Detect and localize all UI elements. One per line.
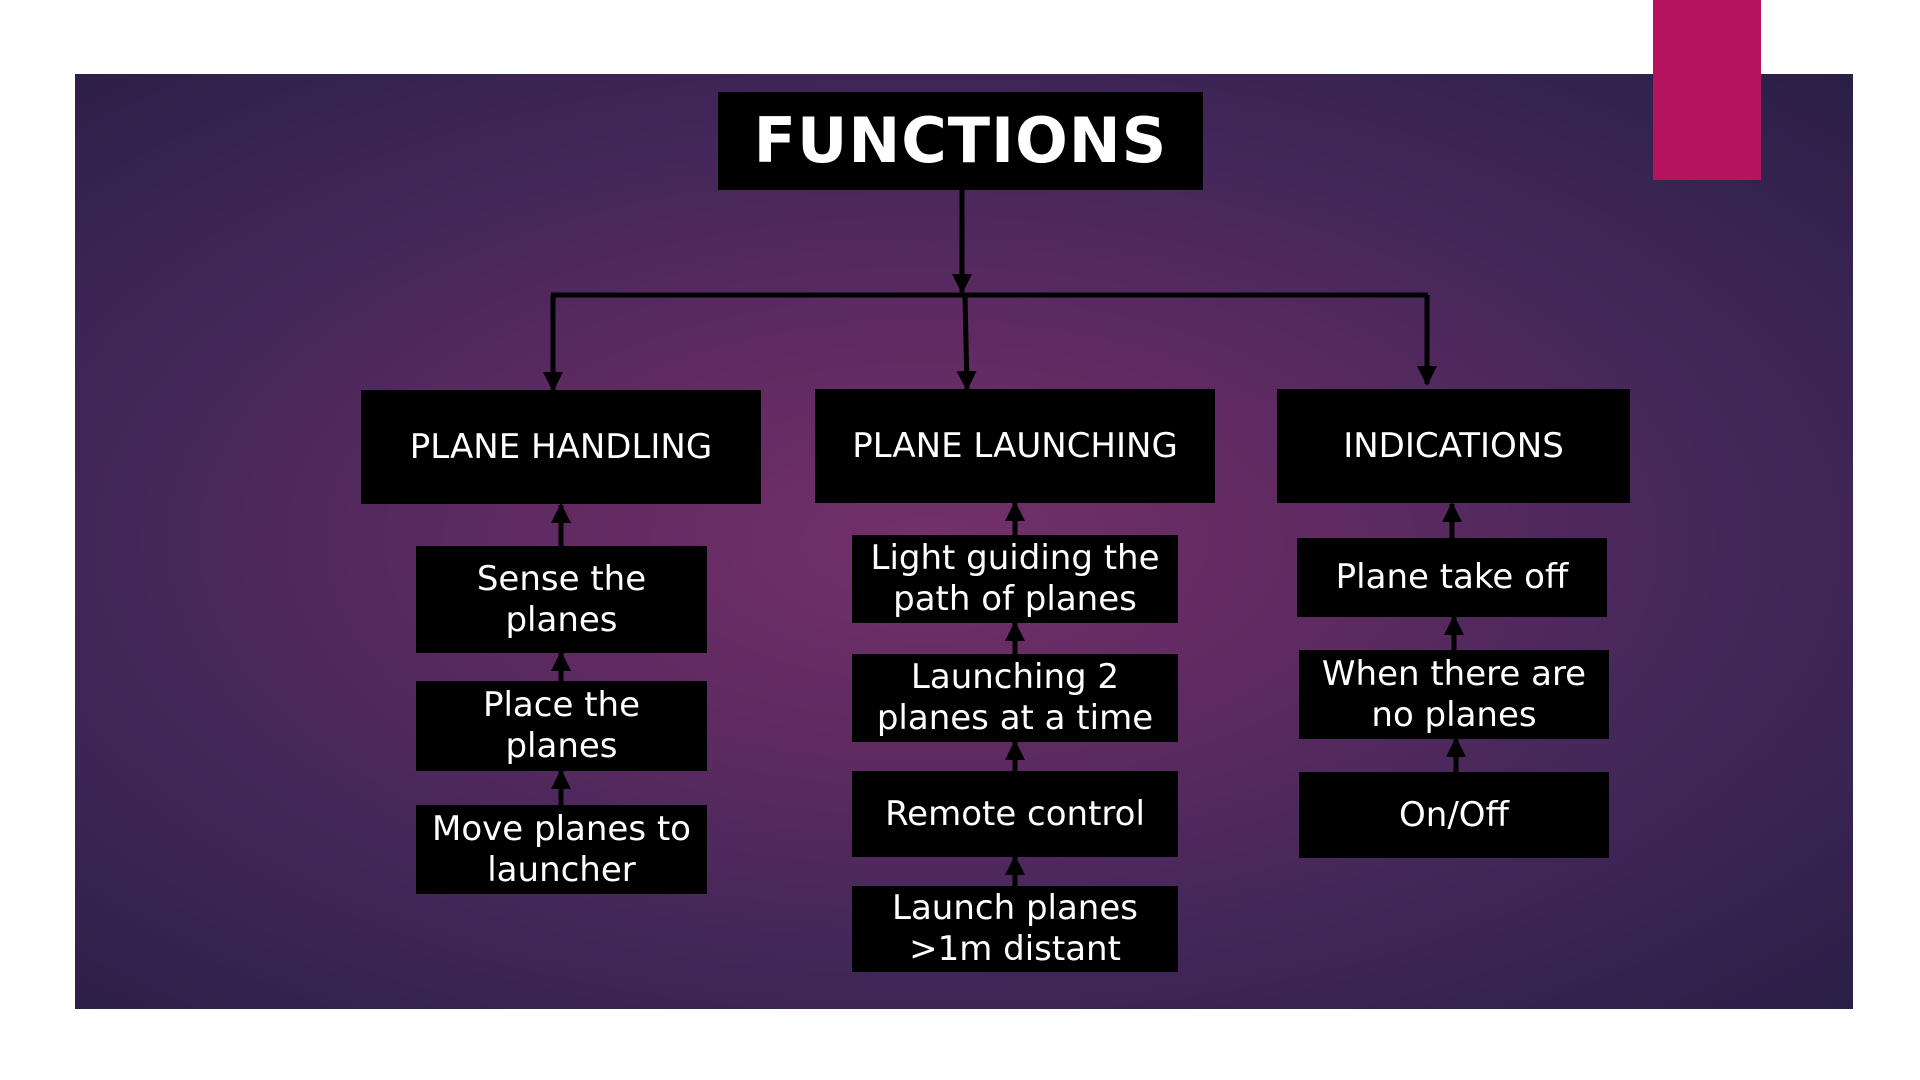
category-plane-handling: PLANE HANDLING bbox=[361, 390, 761, 504]
item-plane-take-off: Plane take off bbox=[1297, 538, 1607, 617]
item-place-the-planes: Place the planes bbox=[416, 681, 707, 771]
category-indications: INDICATIONS bbox=[1277, 389, 1630, 503]
item-move-planes-to-launcher: Move planes to launcher bbox=[416, 805, 707, 894]
item-launching-2-planes: Launching 2 planes at a time bbox=[852, 654, 1178, 742]
item-when-no-planes: When there are no planes bbox=[1299, 650, 1609, 739]
item-on-off: On/Off bbox=[1299, 772, 1609, 858]
accent-bar bbox=[1653, 0, 1761, 180]
item-sense-the-planes: Sense the planes bbox=[416, 546, 707, 653]
category-plane-launching: PLANE LAUNCHING bbox=[815, 389, 1215, 503]
item-light-guiding-path: Light guiding the path of planes bbox=[852, 535, 1178, 623]
item-remote-control: Remote control bbox=[852, 771, 1178, 857]
item-launch-planes-distant: Launch planes >1m distant bbox=[852, 886, 1178, 972]
diagram-title: FUNCTIONS bbox=[718, 92, 1203, 190]
